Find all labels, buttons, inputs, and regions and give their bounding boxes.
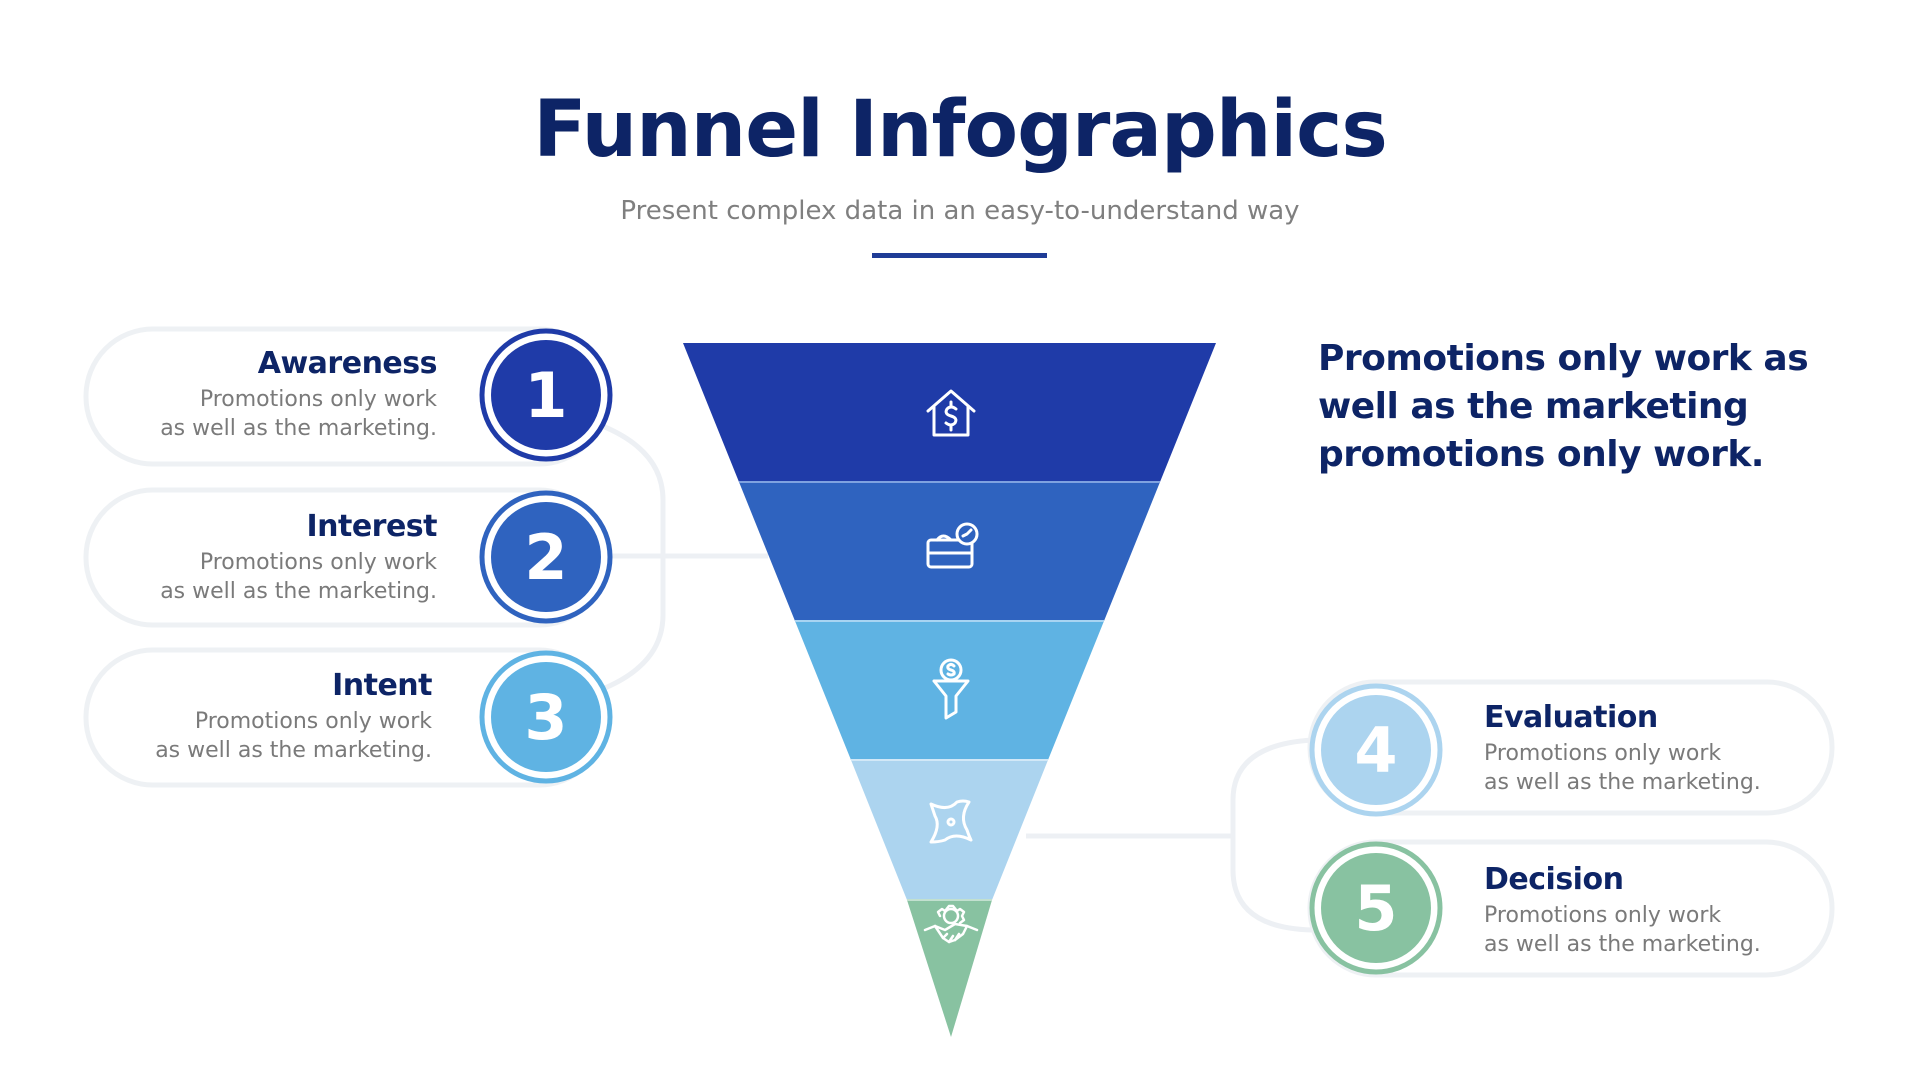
card-description-line2: as well as the marketing. [155,738,432,763]
funnel-band-1 [683,343,1216,482]
right-card-outlines [1307,679,1835,978]
card-intent: Intent Promotions only work as well as t… [115,667,432,765]
card-title: Interest [306,509,437,544]
card-title: Evaluation [1484,700,1658,735]
right-connector-bracket [1230,737,1313,933]
card-description-line1: Promotions only work [194,709,432,734]
step-number-label: 2 [524,520,568,594]
step-number-2: 2 [491,502,601,612]
card-description-line2: as well as the marketing. [160,416,437,441]
step-number-1: 1 [491,340,601,450]
card-description-line2: as well as the marketing. [1484,770,1761,795]
card-awareness: Awareness Promotions only work as well a… [120,345,437,443]
side-note: Promotions only work as well as the mark… [1318,338,1809,475]
card-description-line1: Promotions only work [199,550,437,575]
step-number-5: 5 [1321,853,1431,963]
page-title: Funnel Infographics [533,85,1388,175]
page-subtitle: Present complex data in an easy-to-under… [620,196,1300,226]
card-title: Decision [1484,862,1624,897]
card-title: Awareness [257,346,438,381]
shuriken-star-icon [929,799,973,844]
card-description-line1: Promotions only work [199,387,437,412]
funnel [683,343,1216,1037]
step-number-label: 3 [524,680,568,754]
card-evaluation: Evaluation Promotions only work as well … [1484,699,1824,797]
house-dollar-icon [926,389,976,437]
card-description-line2: as well as the marketing. [1484,932,1761,957]
card-interest: Interest Promotions only work as well as… [120,508,437,606]
wallet-clock-icon [926,522,979,569]
funnel-band-5 [907,900,992,1037]
step-number-label: 5 [1354,871,1398,945]
card-decision: Decision Promotions only work as well as… [1484,861,1824,959]
handshake-gear-icon [923,904,979,944]
left-card-outlines [83,326,609,788]
card-title: Intent [332,668,432,703]
card-description-line2: as well as the marketing. [160,579,437,604]
step-number-label: 1 [524,358,568,432]
step-number-4: 4 [1321,695,1431,805]
funnel-band-4 [851,760,1048,900]
card-description-line1: Promotions only work [1484,741,1722,766]
card-description-line1: Promotions only work [1484,903,1722,928]
step-number-3: 3 [491,662,601,772]
title-underline [872,253,1047,258]
funnel-band-3 [795,621,1104,760]
step-number-label: 4 [1354,713,1398,787]
funnel-dollar-icon [932,658,970,720]
